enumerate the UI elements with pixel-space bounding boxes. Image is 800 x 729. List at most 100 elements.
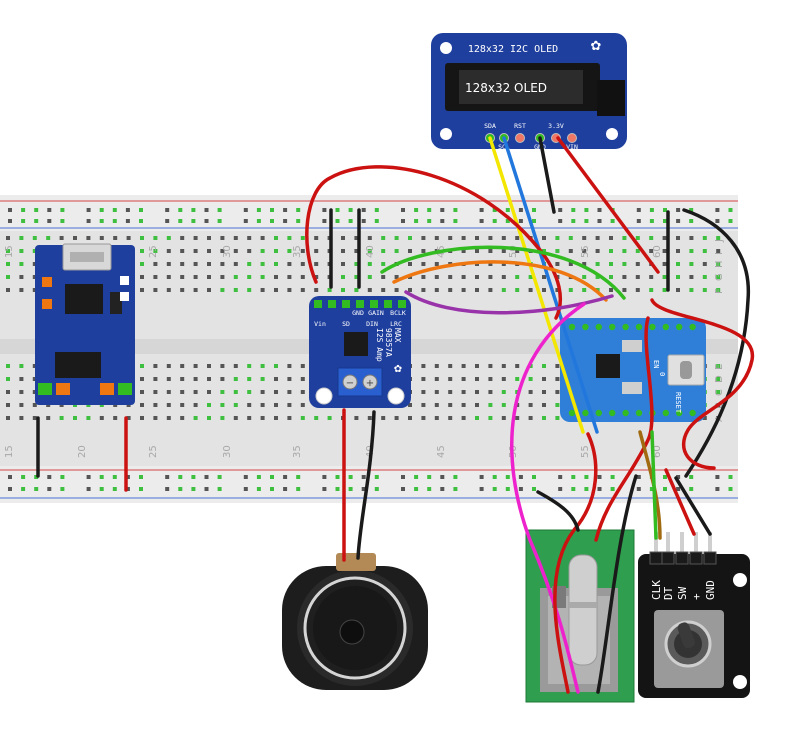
- rail-hole[interactable]: [636, 487, 641, 491]
- breadboard-hole[interactable]: [314, 262, 319, 266]
- breadboard-hole[interactable]: [314, 416, 319, 420]
- breadboard-hole[interactable]: [394, 249, 399, 253]
- breadboard-hole[interactable]: [247, 416, 252, 420]
- rail-hole[interactable]: [256, 487, 261, 491]
- rail-hole[interactable]: [374, 208, 379, 212]
- rail-hole[interactable]: [86, 475, 91, 479]
- breadboard-hole[interactable]: [220, 249, 225, 253]
- rail-hole[interactable]: [479, 487, 484, 491]
- breadboard-hole[interactable]: [515, 364, 520, 368]
- breadboard-hole[interactable]: [287, 403, 292, 407]
- breadboard-hole[interactable]: [542, 416, 546, 420]
- breadboard-hole[interactable]: [220, 377, 225, 381]
- breadboard-hole[interactable]: [528, 275, 533, 279]
- rail-hole[interactable]: [649, 208, 654, 212]
- rail-hole[interactable]: [348, 208, 353, 212]
- amp-header-pin[interactable]: [356, 300, 364, 308]
- rail-hole[interactable]: [283, 487, 288, 491]
- breadboard-hole[interactable]: [6, 364, 10, 368]
- rail-hole[interactable]: [689, 475, 694, 479]
- rail-hole[interactable]: [492, 487, 497, 491]
- rail-hole[interactable]: [427, 219, 432, 223]
- breadboard-hole[interactable]: [193, 416, 198, 420]
- breadboard-hole[interactable]: [233, 364, 238, 368]
- rail-hole[interactable]: [243, 475, 248, 479]
- breadboard-hole[interactable]: [193, 288, 198, 292]
- breadboard-hole[interactable]: [153, 364, 158, 368]
- rail-hole[interactable]: [518, 487, 523, 491]
- breadboard-hole[interactable]: [6, 275, 10, 279]
- rail-hole[interactable]: [610, 475, 615, 479]
- breadboard-hole[interactable]: [314, 288, 319, 292]
- breadboard-hole[interactable]: [475, 416, 479, 420]
- breadboard-hole[interactable]: [126, 236, 131, 240]
- breadboard-hole[interactable]: [327, 416, 332, 420]
- breadboard-hole[interactable]: [287, 288, 292, 292]
- breadboard-hole[interactable]: [461, 236, 466, 240]
- rail-hole[interactable]: [270, 208, 274, 212]
- breadboard-hole[interactable]: [649, 236, 654, 240]
- rail-hole[interactable]: [518, 475, 523, 479]
- breadboard-hole[interactable]: [394, 236, 399, 240]
- rail-hole[interactable]: [414, 487, 419, 491]
- rail-hole[interactable]: [60, 208, 65, 212]
- breadboard-hole[interactable]: [274, 236, 278, 240]
- rail-hole[interactable]: [361, 475, 366, 479]
- rail-hole[interactable]: [283, 475, 288, 479]
- rail-hole[interactable]: [676, 475, 681, 479]
- breadboard-hole[interactable]: [300, 236, 305, 240]
- breadboard-hole[interactable]: [421, 275, 426, 279]
- rail-hole[interactable]: [217, 475, 222, 479]
- rail-hole[interactable]: [663, 475, 667, 479]
- breadboard-hole[interactable]: [166, 416, 171, 420]
- mcu-pin-top[interactable]: [582, 323, 589, 331]
- rail-hole[interactable]: [8, 475, 12, 479]
- breadboard-hole[interactable]: [394, 288, 399, 292]
- breadboard-hole[interactable]: [461, 416, 466, 420]
- breadboard-hole[interactable]: [233, 288, 238, 292]
- breadboard-hole[interactable]: [421, 403, 426, 407]
- breadboard-hole[interactable]: [220, 416, 225, 420]
- rail-hole[interactable]: [532, 487, 536, 491]
- breadboard-hole[interactable]: [260, 416, 265, 420]
- breadboard-hole[interactable]: [501, 390, 506, 394]
- breadboard-hole[interactable]: [461, 249, 466, 253]
- breadboard-hole[interactable]: [676, 275, 680, 279]
- rail-hole[interactable]: [414, 219, 419, 223]
- breadboard-hole[interactable]: [528, 403, 533, 407]
- rail-hole[interactable]: [676, 219, 681, 223]
- breadboard-hole[interactable]: [247, 377, 252, 381]
- rail-hole[interactable]: [571, 219, 576, 223]
- rail-hole[interactable]: [335, 219, 340, 223]
- breadboard-hole[interactable]: [702, 416, 707, 420]
- breadboard-hole[interactable]: [166, 403, 171, 407]
- rail-hole[interactable]: [715, 219, 720, 223]
- pot-shaft[interactable]: [568, 554, 598, 666]
- breadboard-hole[interactable]: [622, 262, 627, 266]
- breadboard-hole[interactable]: [233, 275, 238, 279]
- breadboard-hole[interactable]: [367, 249, 372, 253]
- breadboard-hole[interactable]: [287, 262, 292, 266]
- rail-hole[interactable]: [348, 487, 353, 491]
- breadboard-hole[interactable]: [153, 275, 158, 279]
- rail-hole[interactable]: [715, 208, 720, 212]
- amp-header-pin[interactable]: [370, 300, 378, 308]
- breadboard-hole[interactable]: [207, 416, 211, 420]
- breadboard-hole[interactable]: [421, 364, 426, 368]
- amp-header-pin[interactable]: [314, 300, 322, 308]
- breadboard-hole[interactable]: [501, 403, 506, 407]
- breadboard-hole[interactable]: [515, 288, 520, 292]
- breadboard-hole[interactable]: [501, 236, 506, 240]
- breadboard-hole[interactable]: [260, 403, 265, 407]
- breadboard-hole[interactable]: [488, 364, 493, 368]
- rail-hole[interactable]: [34, 487, 39, 491]
- breadboard-hole[interactable]: [99, 236, 104, 240]
- breadboard-hole[interactable]: [300, 416, 305, 420]
- mcu-pin-top[interactable]: [649, 323, 656, 331]
- breadboard-hole[interactable]: [86, 416, 91, 420]
- breadboard-hole[interactable]: [501, 249, 506, 253]
- rail-hole[interactable]: [492, 219, 497, 223]
- mcu-pin-bottom[interactable]: [635, 409, 643, 417]
- breadboard-hole[interactable]: [635, 262, 640, 266]
- breadboard-hole[interactable]: [448, 275, 453, 279]
